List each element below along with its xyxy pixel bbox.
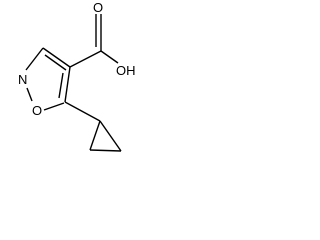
- carboxylic-acid-group: [69, 14, 119, 68]
- bond-c3-n: [25, 47, 44, 71]
- bond-c3-c4-double: [44, 54, 67, 71]
- hydroxyl-label: OH: [116, 63, 136, 78]
- bond-cyclopropyl-2: [89, 149, 122, 152]
- bond-c3-c4: [42, 47, 71, 68]
- bond-c4-c5-double: [58, 72, 64, 99]
- bond-cyclopropyl-3: [99, 120, 122, 152]
- bond-n-o: [26, 87, 33, 102]
- ring-nitrogen-label: N: [18, 72, 27, 87]
- cyclopropyl-group: [64, 101, 122, 152]
- chemical-structure: N O O OH: [18, 0, 136, 152]
- bond-cyclopropyl-1: [89, 120, 101, 151]
- bond-c5-cyclopropyl: [64, 101, 101, 122]
- isoxazole-ring: [25, 47, 71, 111]
- bond-c4-c5: [64, 66, 71, 103]
- carbonyl-oxygen-label: O: [93, 0, 103, 15]
- bond-c4-carboxyl: [69, 50, 102, 68]
- bond-carboxyl-c-oh: [100, 50, 119, 64]
- ring-oxygen-label: O: [32, 103, 42, 118]
- bond-o-c5: [43, 102, 65, 111]
